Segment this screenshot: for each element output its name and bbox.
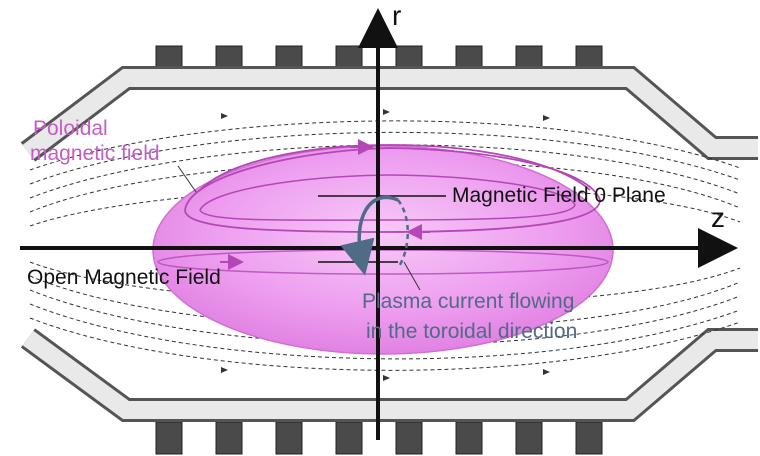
coil [575,421,603,455]
vessel-wall-bottom [20,328,758,422]
coil [275,421,303,455]
plasma-leader [403,261,421,291]
z-axis-label: z [711,202,725,233]
open-field-arrowheads [221,109,550,381]
vessel-wall-top [20,66,758,162]
r-axis-label: r [392,0,402,31]
poloidal-label-line1: Poloidal [33,117,108,140]
coil [335,421,363,455]
poloidal-label-line2: magnetic field [30,142,160,165]
plasma-current-arrow [340,195,409,276]
coil [215,421,243,455]
coil [395,421,423,455]
coil [155,421,183,455]
open-field-label: Open Magnetic Field [27,266,221,289]
plasma-current-label-line2: in the toroidal direction [366,320,578,343]
coil [455,421,483,455]
coil [515,421,543,455]
open-field-lines [29,120,741,371]
plasma-current-label-line1: Plasma current flowing [362,290,575,313]
field-zero-plane-label: Magnetic Field 0 Plane [452,184,666,207]
poloidal-leader [177,165,197,193]
